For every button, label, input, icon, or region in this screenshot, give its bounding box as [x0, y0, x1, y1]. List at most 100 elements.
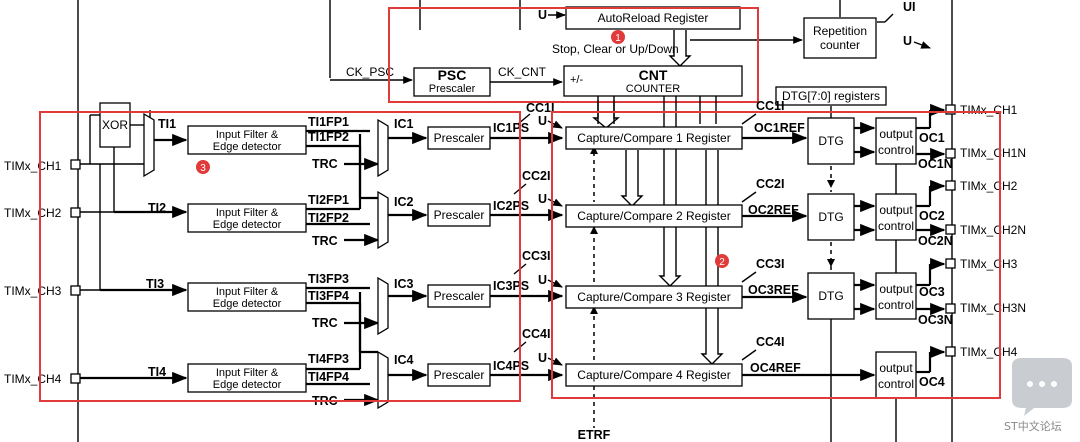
svg-text:Prescaler: Prescaler — [434, 368, 485, 382]
svg-text:DTG: DTG — [818, 134, 843, 148]
input-pin-ch2: TIMx_CH2 — [4, 206, 81, 220]
oc4ref-label: OC4REF — [750, 361, 801, 375]
repetition-label-2: counter — [820, 38, 860, 52]
svg-text:Prescaler: Prescaler — [434, 208, 485, 222]
output-pins — [945, 104, 956, 357]
filter-2: Input Filter & Edge detector — [187, 203, 307, 233]
ti3fp4-label: TI3FP4 — [308, 289, 349, 303]
dash-arrowhead-3 — [590, 306, 598, 314]
psc-label: PSC — [438, 67, 467, 83]
u-rep-arrow — [913, 41, 931, 49]
ui-zig — [884, 13, 894, 23]
dtg-to-output — [854, 121, 876, 316]
output-control-1: output control — [875, 117, 917, 165]
prescaler-1: Prescaler — [427, 126, 491, 150]
svg-text:Capture/Compare 2 Register: Capture/Compare 2 Register — [577, 209, 730, 223]
badge-1 — [611, 30, 625, 44]
watermark-text: ST中文论坛 — [1004, 419, 1062, 433]
ti3fp3-label: TI3FP3 — [308, 272, 349, 286]
ti2-label: TI2 — [148, 201, 166, 215]
oc3-label: OC3 — [919, 285, 945, 299]
svg-text:output: output — [879, 361, 913, 375]
etrf-label: ETRF — [578, 428, 611, 442]
trc-label-3: TRC — [312, 316, 338, 330]
cc4i-zig-out — [741, 349, 757, 361]
ic1-mux — [377, 118, 389, 178]
highlight-box-2 — [551, 111, 1001, 399]
xor-label: XOR — [102, 118, 128, 132]
ic2-mux — [377, 190, 389, 250]
cc1i-label-out: CC1I — [756, 99, 784, 113]
ti1fp1-label: TI1FP1 — [308, 115, 349, 129]
ic4-mux — [377, 350, 389, 410]
dtg-connectors — [827, 166, 835, 442]
ic2ps-label: IC2PS — [493, 199, 529, 213]
ic3ps-label: IC3PS — [493, 279, 529, 293]
cc2i-zig-out — [741, 191, 757, 203]
u-label-ar: U — [538, 8, 547, 22]
svg-text:Edge detector: Edge detector — [213, 219, 282, 231]
forum-watermark-icon — [1012, 358, 1072, 416]
cc3i-label-in: CC3I — [522, 249, 550, 263]
cnt-box — [563, 65, 743, 97]
autoreload-register-label: AutoReload Register — [598, 11, 709, 25]
out-pin-ch3n: TIMx_CH3N — [960, 301, 1026, 315]
oc1ref-label: OC1REF — [754, 121, 805, 135]
ui-label: UI — [903, 0, 916, 14]
svg-text:Edge detector: Edge detector — [213, 141, 282, 153]
ic4ps-label: IC4PS — [493, 359, 529, 373]
u-label-cc4: U — [538, 351, 547, 365]
cc4i-label-out: CC4I — [756, 335, 784, 349]
cc3i-label-out: CC3I — [756, 257, 784, 271]
svg-text:TIMx_CH2: TIMx_CH2 — [4, 206, 62, 220]
psc-sub-label: Prescaler — [429, 83, 476, 95]
badge-3-text: 3 — [200, 163, 206, 174]
ti3-label: TI3 — [146, 277, 164, 291]
output-control-2: output control — [875, 193, 917, 241]
ic3-label: IC3 — [394, 277, 414, 291]
out-pin-ch1: TIMx_CH1 — [960, 103, 1018, 117]
svg-text:Input Filter &: Input Filter & — [216, 207, 279, 219]
cc1i-zig-out — [741, 113, 757, 125]
oc1-label: OC1 — [919, 131, 945, 145]
input-pin-ch3: TIMx_CH3 — [4, 284, 81, 298]
trc-label-2: TRC — [312, 234, 338, 248]
oc2ref-label: OC2REF — [748, 203, 799, 217]
ic1-label: IC1 — [394, 117, 414, 131]
oc1n-label: OC1N — [918, 157, 953, 171]
prescaler-3: Prescaler — [427, 284, 491, 308]
cnt-bus-lines — [592, 96, 724, 365]
svg-text:Capture/Compare 1 Register: Capture/Compare 1 Register — [577, 131, 730, 145]
ti4fp3-label: TI4FP3 — [308, 352, 349, 366]
svg-text:control: control — [878, 143, 914, 157]
svg-text:DTG: DTG — [818, 289, 843, 303]
dtg-2: DTG — [807, 193, 855, 241]
svg-text:Input Filter &: Input Filter & — [216, 129, 279, 141]
svg-text:Capture/Compare 4 Register: Capture/Compare 4 Register — [577, 368, 730, 382]
dtg-3: DTG — [807, 272, 855, 320]
svg-text:output: output — [879, 282, 913, 296]
u-arrow-cc3 — [547, 279, 563, 288]
badge-2 — [715, 254, 729, 268]
output-control-3: output control — [875, 272, 917, 320]
u-arrow-cc2 — [547, 198, 563, 207]
prescaler-2: Prescaler — [427, 203, 491, 227]
svg-text:Edge detector: Edge detector — [213, 379, 282, 391]
u-label-rep: U — [903, 34, 912, 48]
svg-text:Prescaler: Prescaler — [434, 131, 485, 145]
oc3ref-label: OC3REF — [748, 283, 799, 297]
psc-box — [413, 67, 491, 97]
output-control-4: output control — [875, 351, 917, 399]
svg-text:Prescaler: Prescaler — [434, 289, 485, 303]
repetition-counter-box — [803, 17, 877, 59]
u-label-cc2: U — [538, 192, 547, 206]
cc2-register: Capture/Compare 2 Register — [565, 204, 743, 228]
out-pin-ch2: TIMx_CH2 — [960, 179, 1018, 193]
cc3-register: Capture/Compare 3 Register — [565, 285, 743, 309]
ti2fp2-label: TI2FP2 — [308, 211, 349, 225]
highlight-box-1 — [388, 7, 759, 103]
svg-text:TIMx_CH1: TIMx_CH1 — [4, 159, 62, 173]
svg-text:control: control — [878, 377, 914, 391]
cc4-register: Capture/Compare 4 Register — [565, 363, 743, 387]
